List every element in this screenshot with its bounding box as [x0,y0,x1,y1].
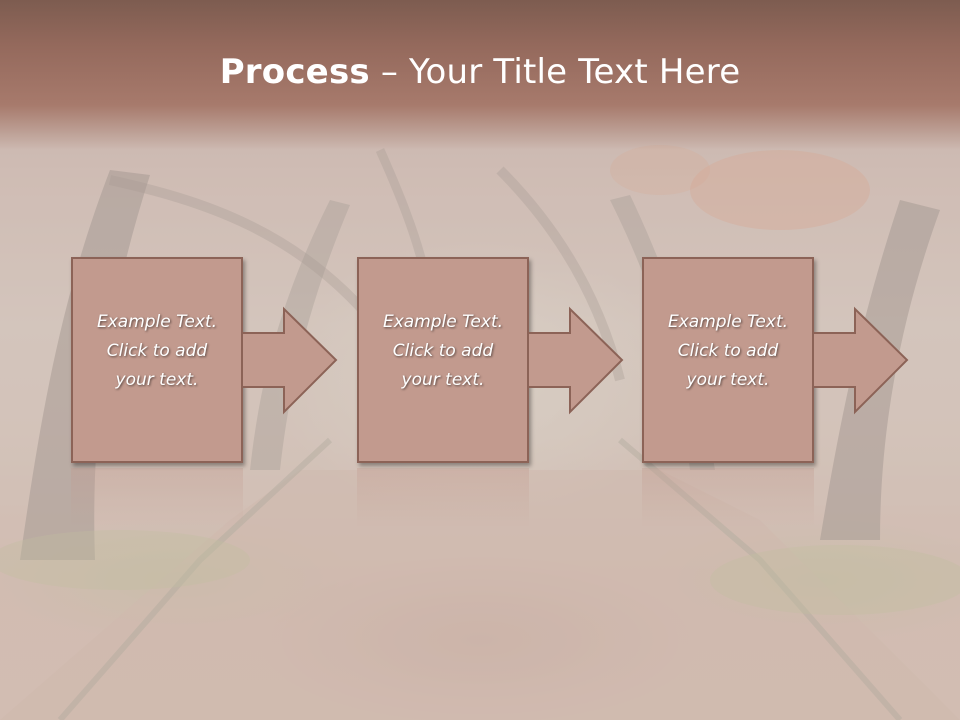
title-bold: Process [219,52,370,92]
slide-title[interactable]: Process – Your Title Text Here [0,52,960,92]
arrow-right-icon [812,306,909,415]
title-bar [0,0,960,150]
step-line: your text. [401,369,485,390]
step-line: Example Text. [382,311,504,332]
step-line: Click to add [677,340,779,361]
step-line: Click to add [106,340,208,361]
process-step-3[interactable]: Example Text. Click to add your text. [642,257,814,463]
step-text: Example Text. Click to add your text. [668,308,788,395]
step-line: Click to add [392,340,494,361]
arrow-right-icon [241,306,338,415]
step-line: Example Text. [96,311,218,332]
arrow-right-icon [527,306,624,415]
step-text: Example Text. Click to add your text. [97,308,217,395]
box-reflection [357,468,529,528]
step-line: your text. [686,369,770,390]
step-line: Example Text. [667,311,789,332]
process-step-1[interactable]: Example Text. Click to add your text. [71,257,243,463]
step-text: Example Text. Click to add your text. [383,308,503,395]
box-reflection [642,468,814,528]
title-rest: – Your Title Text Here [369,52,741,92]
box-reflection [71,468,243,528]
process-step-2[interactable]: Example Text. Click to add your text. [357,257,529,463]
step-line: your text. [115,369,199,390]
